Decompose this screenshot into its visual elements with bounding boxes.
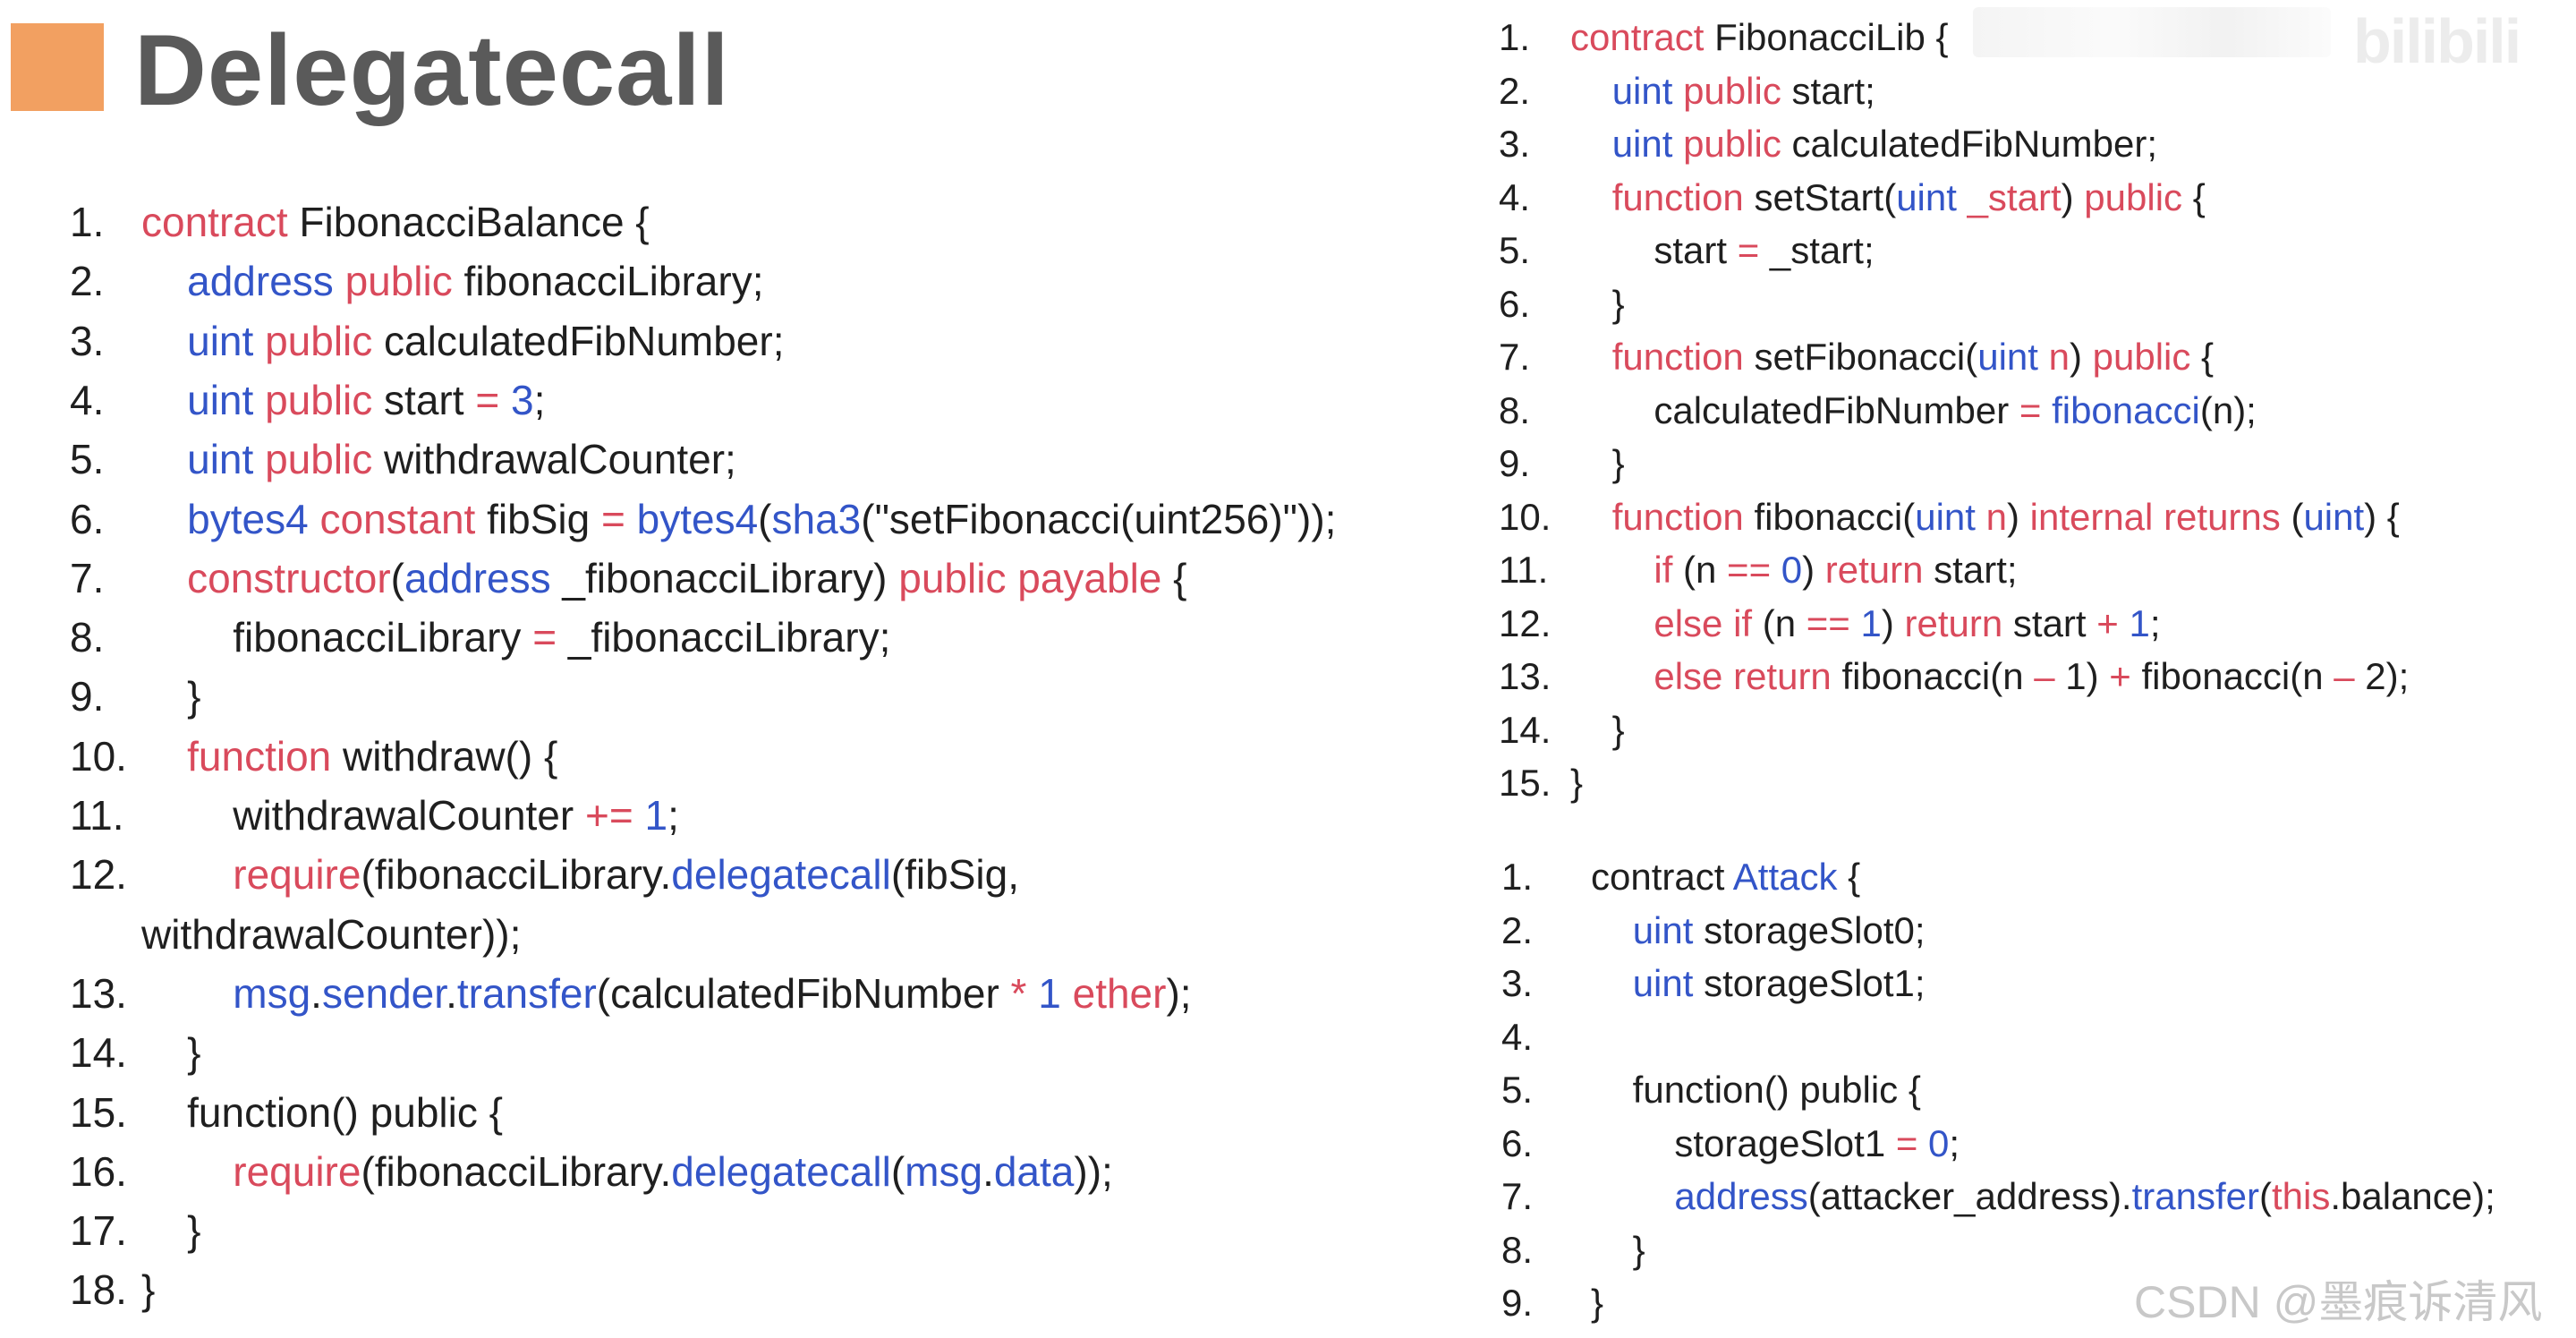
line-number: 7.	[1499, 336, 1531, 378]
code-text: function setFibonacci(uint n) public {	[1611, 336, 2215, 378]
line-number: 3.	[1499, 123, 1531, 165]
blurred-watermark	[1973, 7, 2331, 57]
line-number: 1.	[1499, 16, 1531, 58]
title-accent-square	[11, 23, 104, 111]
line-number: 6.	[1499, 282, 1531, 325]
code-text: uint public start;	[1611, 69, 1875, 112]
code-text: start = _start;	[1570, 229, 1875, 271]
code-text: uint storageSlot1;	[1632, 962, 1926, 1004]
line-number: 7.	[1501, 1175, 1534, 1217]
code-text: }	[1591, 1228, 1645, 1271]
line-number: 3.	[1501, 962, 1534, 1004]
line-number: 5.	[70, 436, 105, 483]
code-text: }	[141, 1266, 156, 1314]
page-title: Delegatecall	[134, 14, 730, 126]
code-text: msg.sender.transfer(calculatedFibNumber …	[233, 969, 1192, 1017]
code-text: address(attacker_address).transfer(this.…	[1674, 1175, 2495, 1217]
line-number: 17.	[70, 1207, 127, 1255]
line-number: 2.	[70, 258, 105, 305]
code-text: uint public withdrawalCounter;	[187, 436, 736, 483]
line-number: 14.	[70, 1029, 127, 1077]
code-text: else return fibonacci(n – 1) + fibonacci…	[1654, 655, 2410, 697]
line-number: 4.	[1501, 1015, 1534, 1058]
code-text: bytes4 constant fibSig = bytes4(sha3("se…	[187, 495, 1337, 542]
line-number: 6.	[1501, 1121, 1534, 1164]
code-text: function setStart(uint _start) public {	[1611, 175, 2206, 218]
line-number: 5.	[1501, 1069, 1534, 1111]
code-text: contract FibonacciLib {	[1570, 16, 1949, 58]
code-text: }	[1591, 1282, 1604, 1324]
code-text: address public fibonacciLibrary;	[187, 258, 764, 305]
code-text: require(fibonacciLibrary.delegatecall(fi…	[233, 851, 1019, 899]
line-number: 9.	[1501, 1282, 1534, 1324]
code-text: constructor(address _fibonacciLibrary) p…	[187, 554, 1187, 601]
code-text: }	[1570, 442, 1625, 484]
code-text: function withdraw() {	[187, 732, 558, 780]
line-number: 8.	[1501, 1228, 1534, 1271]
code-text: function() public {	[1591, 1069, 1921, 1111]
line-number: 8.	[1499, 388, 1531, 431]
line-number: 14.	[1499, 708, 1552, 751]
code-text: require(fibonacciLibrary.delegatecall(ms…	[233, 1147, 1113, 1195]
code-text: uint public calculatedFibNumber;	[1611, 123, 2158, 165]
code-text: }	[1570, 762, 1584, 804]
line-number: 13.	[70, 969, 127, 1017]
line-number: 9.	[70, 673, 105, 720]
line-number: 1.	[1501, 856, 1534, 898]
line-number: 9.	[1499, 442, 1531, 484]
line-number: 3.	[70, 317, 105, 364]
code-text: uint storageSlot0;	[1632, 908, 1926, 951]
code-text: contract Attack {	[1591, 856, 1861, 898]
line-number: 12.	[1499, 601, 1552, 644]
code-text: fibonacciLibrary = _fibonacciLibrary;	[141, 614, 891, 661]
code-text: calculatedFibNumber = fibonacci(n);	[1570, 388, 2257, 431]
code-text: if (n == 0) return start;	[1654, 549, 2018, 591]
line-number: 2.	[1501, 908, 1534, 951]
code-text: withdrawalCounter));	[141, 910, 522, 958]
line-number: 13.	[1499, 655, 1552, 697]
code-text: function() public {	[141, 1088, 503, 1136]
code-text: }	[1570, 282, 1625, 325]
line-number: 2.	[1499, 69, 1531, 112]
line-number: 4.	[70, 376, 105, 423]
line-number: 10.	[70, 732, 127, 780]
line-number: 10.	[1499, 495, 1552, 538]
line-number: 15.	[1499, 762, 1552, 804]
code-text: }	[141, 1207, 201, 1255]
line-number: 18.	[70, 1266, 127, 1314]
line-number: 6.	[70, 495, 105, 542]
code-text: uint public calculatedFibNumber;	[187, 317, 785, 364]
code-text: }	[141, 1029, 201, 1077]
line-number: 5.	[1499, 229, 1531, 271]
code-text: function fibonacci(uint n) internal retu…	[1611, 495, 2400, 538]
code-text: contract FibonacciBalance {	[141, 199, 650, 245]
line-number: 7.	[70, 554, 105, 601]
code-text: storageSlot1 = 0;	[1591, 1121, 1960, 1164]
code-text: }	[1570, 708, 1625, 751]
line-number: 11.	[1499, 549, 1549, 591]
line-number: 8.	[70, 614, 105, 661]
csdn-watermark: CSDN @墨痕诉清风	[2134, 1277, 2543, 1327]
code-text: withdrawalCounter += 1;	[141, 792, 679, 839]
code-text: uint public start = 3;	[187, 376, 546, 423]
code-text: }	[141, 673, 201, 720]
line-number: 4.	[1499, 175, 1531, 218]
line-number: 12.	[70, 851, 127, 899]
line-number: 15.	[70, 1088, 127, 1136]
code-text: else if (n == 1) return start + 1;	[1654, 601, 2161, 644]
line-number: 16.	[70, 1147, 127, 1195]
bilibili-logo: bilibili	[2353, 6, 2521, 76]
line-number: 11.	[70, 792, 124, 839]
line-number: 1.	[70, 199, 105, 245]
